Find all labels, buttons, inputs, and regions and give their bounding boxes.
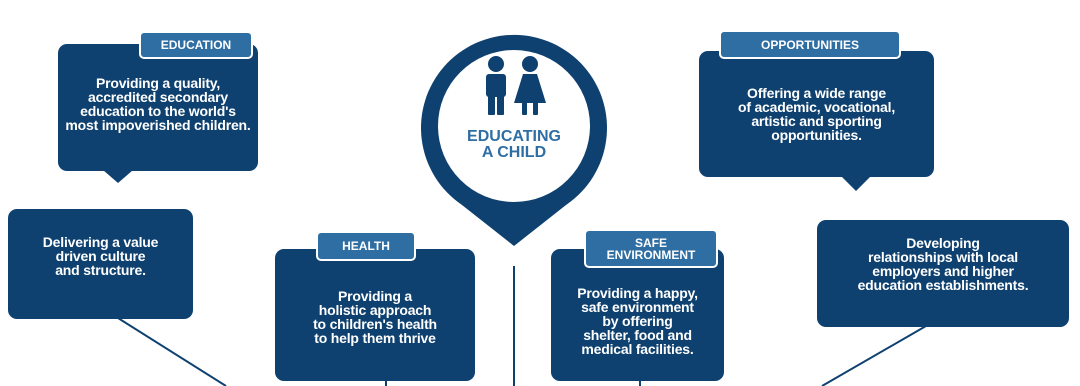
relationships-card-text: Developing relationships with local empl… [857,235,1029,293]
health-tag: HEALTH [316,231,416,261]
safe-environment-tag: SAFE ENVIRONMENT [584,229,718,268]
education-card-text: Providing a quality, accredited secondar… [65,75,251,133]
education-tag: EDUCATION [139,31,253,59]
relationships-connector-line [821,325,927,386]
education-card-pointer [103,170,133,183]
opportunities-tag: OPPORTUNITIES [719,30,901,59]
center-title: EDUCATING A CHILD [467,128,561,161]
values-card: Delivering a value driven culture and st… [8,209,193,319]
health-card: Providing a holistic approach to childre… [275,249,475,381]
opportunities-card-pointer [841,176,871,191]
safe-environment-card-text: Providing a happy, safe environment by o… [577,285,698,357]
education-card: Providing a quality, accredited secondar… [58,44,258,171]
values-card-text: Delivering a value driven culture and st… [42,234,159,278]
opportunities-card-text: Offering a wide range of academic, vocat… [737,85,896,143]
center-pin [420,34,607,246]
health-card-text: Providing a holistic approach to childre… [313,288,437,346]
relationships-card: Developing relationships with local empl… [817,220,1069,327]
safe-environment-card: Providing a happy, safe environment by o… [551,249,724,381]
children-icon [486,56,546,115]
values-connector-line [117,317,227,386]
opportunities-card: Offering a wide range of academic, vocat… [699,51,934,177]
